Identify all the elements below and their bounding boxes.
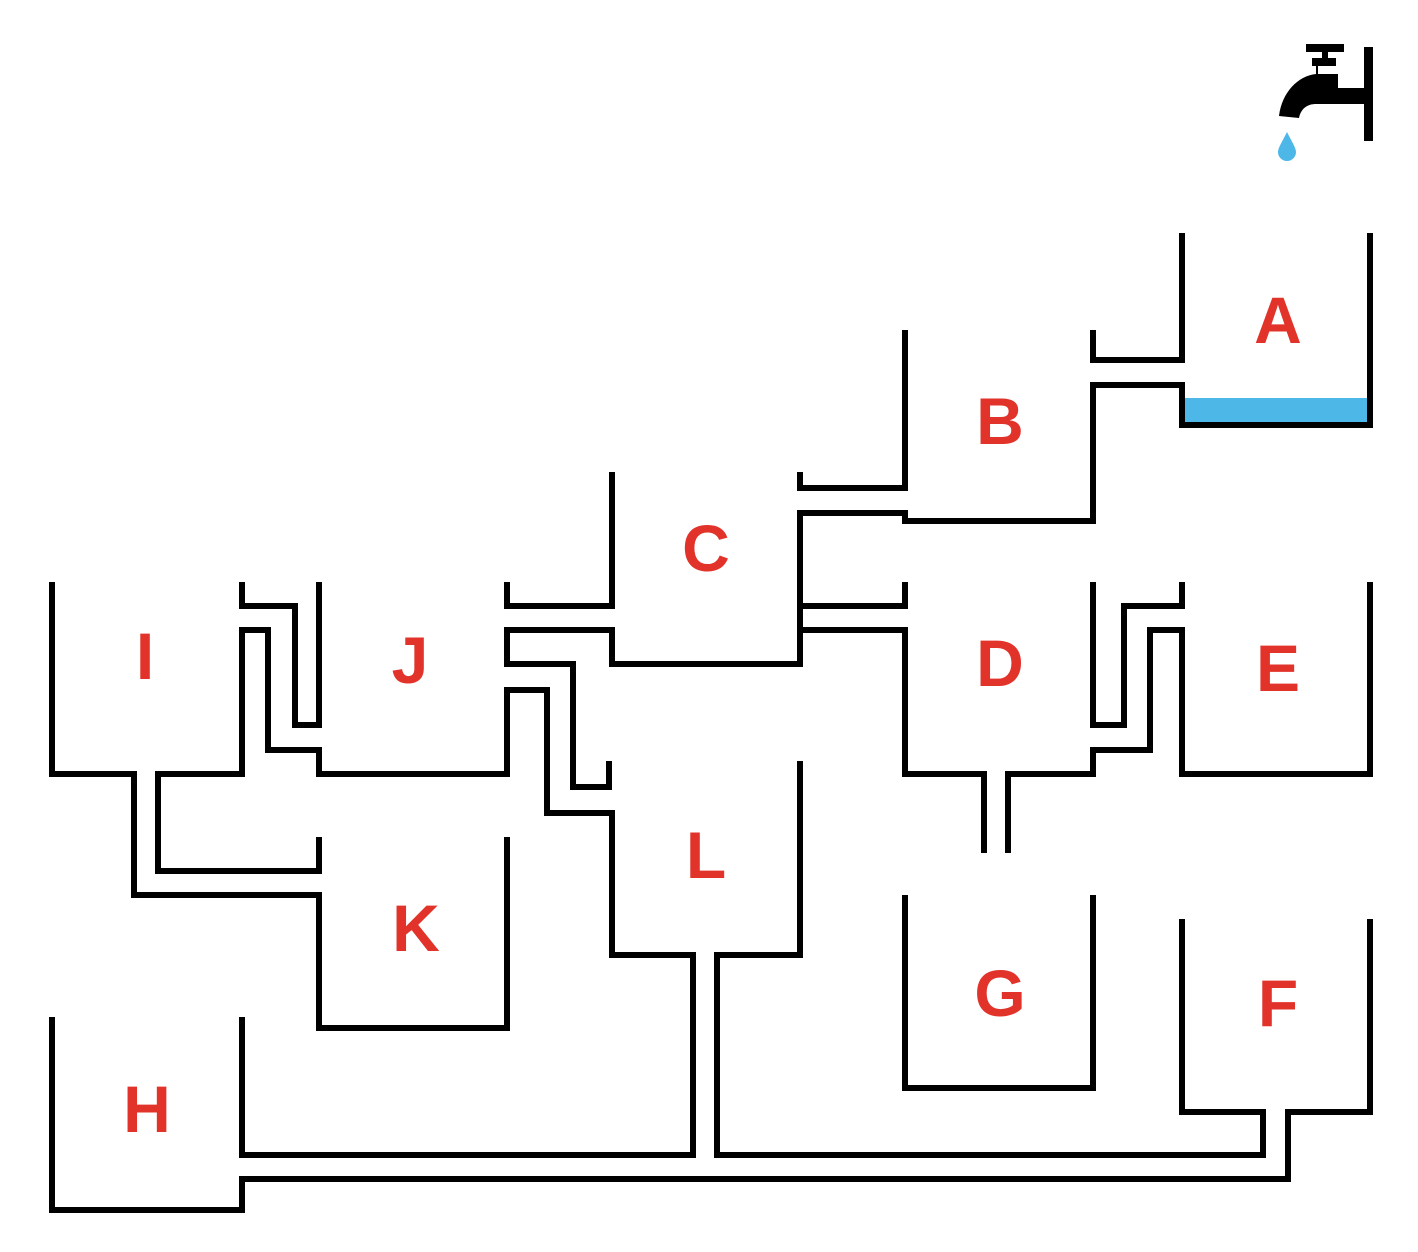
tank-label-b: B (976, 384, 1024, 458)
tank-a-outline (504, 233, 1373, 790)
pipe-network (49, 233, 1373, 1213)
tank-label-l: L (686, 818, 726, 892)
tank-label-a: A (1254, 283, 1302, 357)
water-drop-icon (1278, 132, 1296, 161)
tank-labels: A B C D E F G H I J K L (123, 283, 1302, 1146)
tank-l-outline (714, 761, 1266, 1158)
tank-c-outline (504, 472, 615, 609)
tank-i-outline (49, 582, 510, 1031)
tank-label-k: K (392, 891, 440, 965)
tank-a-water (1184, 398, 1368, 424)
faucet-icon (1279, 44, 1373, 141)
tank-label-i: I (136, 619, 154, 693)
tank-b-outline (797, 330, 908, 491)
tank-label-h: H (123, 1072, 171, 1146)
tank-h-outline (49, 919, 1373, 1213)
tank-label-c: C (682, 511, 730, 585)
tank-g-outline (902, 895, 1096, 1091)
tank-label-g: G (974, 956, 1025, 1030)
tank-label-f: F (1258, 966, 1298, 1040)
tank-label-d: D (976, 626, 1024, 700)
tank-d-outline (797, 627, 987, 853)
tank-label-e: E (1256, 631, 1300, 705)
tank-label-j: J (392, 623, 429, 697)
